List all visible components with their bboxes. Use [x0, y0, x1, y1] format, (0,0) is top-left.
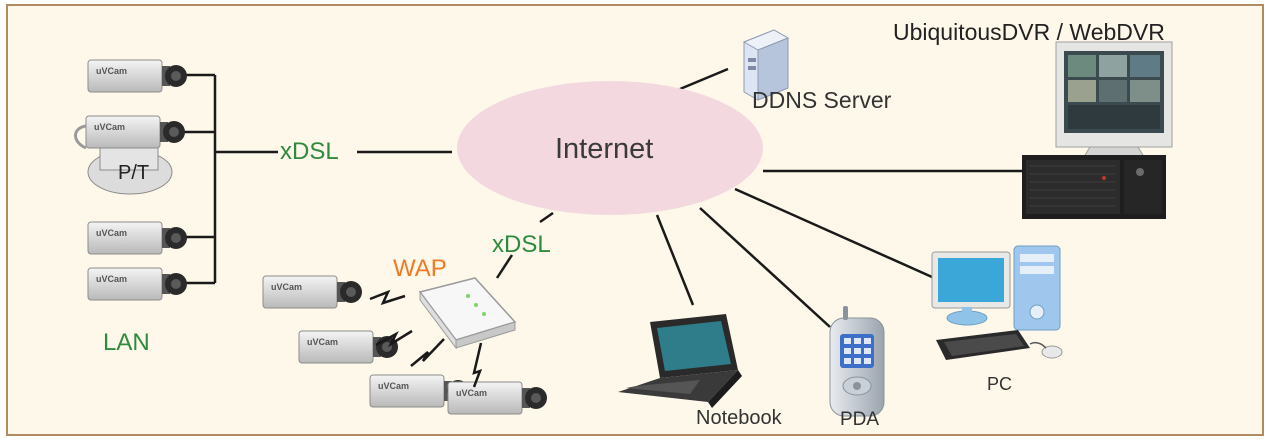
camera-icon — [262, 275, 363, 309]
notebook-icon — [618, 314, 742, 408]
xdsl-label-wap: xDSL — [492, 231, 551, 258]
notebook-label: Notebook — [696, 407, 782, 429]
camera-icon — [298, 330, 399, 364]
xdsl-label-left: xDSL — [280, 138, 339, 165]
pda-icon — [829, 306, 885, 417]
camera-icon — [87, 221, 188, 255]
lan-label: LAN — [103, 329, 150, 356]
server-tower-icon — [742, 29, 790, 101]
camera-icon — [87, 267, 188, 301]
access-point-icon — [418, 277, 517, 350]
wireless-link-icon — [369, 289, 483, 388]
camera-brand-label: uVCam — [96, 228, 128, 238]
camera-brand-label: uVCam — [96, 66, 128, 76]
dvr-monitor-icon — [1055, 41, 1173, 161]
camera-brand-label: uVCam — [307, 337, 339, 347]
camera-icon — [87, 59, 188, 93]
wap-label: WAP — [393, 255, 447, 282]
camera-icon — [447, 381, 548, 415]
camera-brand-label: uVCam — [456, 388, 488, 398]
camera-brand-label: uVCam — [271, 282, 303, 292]
pc-label: PC — [987, 374, 1013, 394]
dvr-title-label: UbiquitousDVR / WebDVR — [893, 19, 1165, 45]
internet-label: Internet — [555, 133, 654, 165]
pan-tilt-camera-icon — [74, 115, 186, 195]
connection-lines — [180, 67, 1022, 328]
dvr-rack-icon — [1022, 155, 1166, 219]
camera-brand-label: uVCam — [96, 274, 128, 284]
desktop-pc-icon — [931, 245, 1063, 360]
camera-brand-label: uVCam — [378, 381, 410, 391]
pda-label: PDA — [840, 409, 880, 430]
internet-cloud — [457, 81, 763, 215]
pan-tilt-label: P/T — [118, 162, 150, 184]
camera-brand-label: uVCam — [94, 122, 126, 132]
ddns-server-label: DDNS Server — [752, 87, 892, 113]
